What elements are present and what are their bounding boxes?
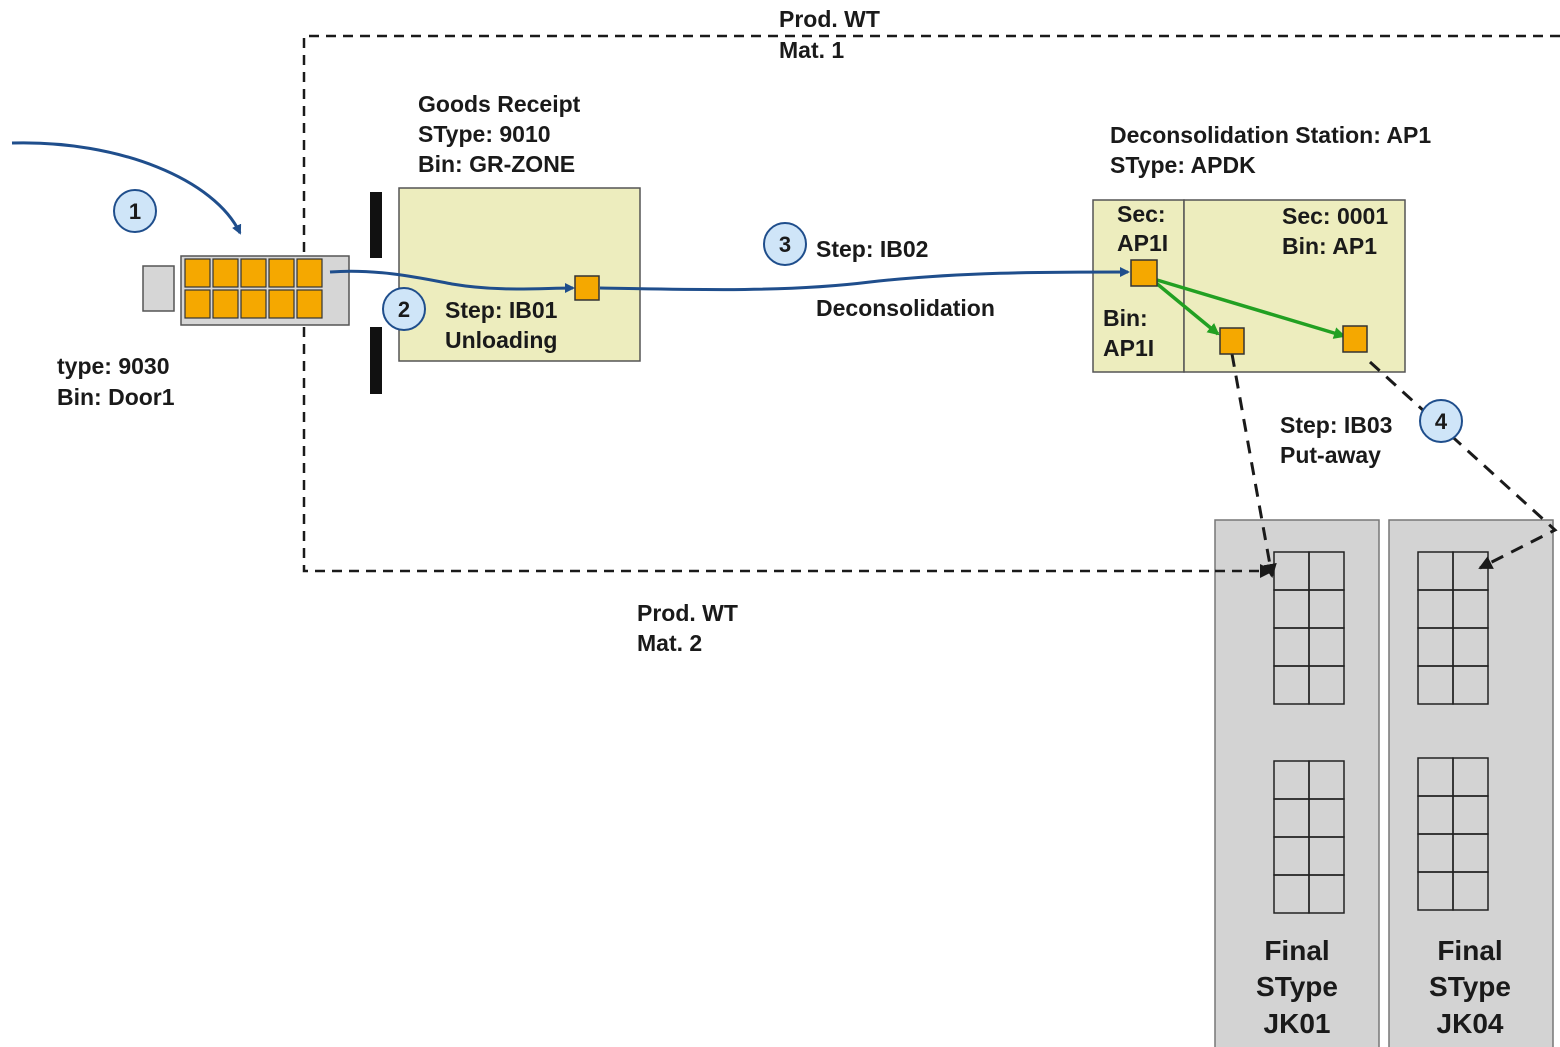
- handling-unit-split-jk04: [1342, 325, 1368, 353]
- prod-wt-mat2-line2: Mat. 2: [637, 630, 702, 656]
- svg-text:4: 4: [1435, 409, 1448, 434]
- production-warehouse-boundary: [302, 34, 1560, 573]
- goods-receipt-title: Goods Receipt: [418, 91, 581, 117]
- door-wall-bottom: [370, 327, 382, 394]
- left-section-value: AP1I: [1117, 230, 1168, 256]
- truck-package: [184, 289, 211, 319]
- goods-receipt-zone: [398, 187, 641, 362]
- handling-unit-deconsolidation: [1130, 259, 1158, 287]
- final-storage-rack-jk01: [1214, 519, 1380, 1047]
- step-1-marker: 1: [113, 189, 157, 233]
- svg-text:1: 1: [129, 199, 141, 224]
- incoming-truck-arrow: [11, 141, 242, 235]
- final-jk01-line1: Final: [1264, 935, 1329, 966]
- door-wall-top: [370, 192, 382, 258]
- rack-bin-cell: [1308, 665, 1345, 705]
- putaway-label: Put-away: [1280, 442, 1381, 468]
- left-bin-value: AP1I: [1103, 335, 1154, 361]
- deconsolidation-label: Deconsolidation: [816, 295, 995, 321]
- truck-package: [240, 289, 267, 319]
- split-arrow-to-jk01: [1148, 276, 1220, 336]
- rack-bin-cell: [1452, 871, 1489, 911]
- prod-wt-mat2-line1: Prod. WT: [637, 600, 738, 626]
- truck-package: [212, 289, 239, 319]
- prod-wt-mat1-line2: Mat. 1: [779, 37, 844, 63]
- step-ib02-label: Step: IB02: [816, 236, 928, 262]
- truck-package: [212, 258, 239, 288]
- truck-package: [268, 289, 295, 319]
- final-jk04-line3: JK04: [1437, 1008, 1504, 1039]
- step-4-marker: 4: [1419, 399, 1463, 443]
- final-jk01-line3: JK01: [1264, 1008, 1331, 1039]
- goods-receipt-bin: Bin: GR-ZONE: [418, 151, 575, 177]
- left-section-label: Sec:: [1117, 201, 1166, 227]
- unloading-flow-arrow: [329, 269, 575, 294]
- rack-bin-cell: [1452, 665, 1489, 705]
- handling-unit-split-jk01: [1219, 327, 1245, 355]
- left-bin-label: Bin:: [1103, 305, 1148, 331]
- unloading-label: Unloading: [445, 327, 557, 353]
- final-jk04-line2: SType: [1429, 971, 1511, 1002]
- putaway-arrow-to-jk01: [1230, 353, 1277, 578]
- right-section-label: Sec: 0001: [1282, 203, 1388, 229]
- step-3-marker: 3: [763, 222, 807, 266]
- truck-cab: [142, 265, 175, 312]
- door-bin-label: Bin: Door1: [57, 384, 175, 410]
- goods-receipt-stype: SType: 9010: [418, 121, 551, 147]
- step-2-marker: 2: [382, 287, 426, 331]
- final-jk01-line2: SType: [1256, 971, 1338, 1002]
- truck-packages: [184, 258, 323, 319]
- final-jk04-line1: Final: [1437, 935, 1502, 966]
- putaway-arrow-to-jk04: [1368, 360, 1558, 570]
- deconsolidation-station-title: Deconsolidation Station: AP1: [1110, 122, 1431, 148]
- svg-text:2: 2: [398, 297, 410, 322]
- truck-package: [240, 258, 267, 288]
- step-ib01-label: Step: IB01: [445, 297, 558, 323]
- truck-package: [268, 258, 295, 288]
- svg-text:3: 3: [779, 232, 791, 257]
- handling-unit-goods-receipt: [574, 275, 600, 301]
- truck-package: [296, 258, 323, 288]
- deconsolidation-flow-arrow: [599, 267, 1130, 292]
- prod-wt-mat1-line1: Prod. WT: [779, 6, 880, 32]
- truck-package: [296, 289, 323, 319]
- truck-package: [184, 258, 211, 288]
- step-ib03-label: Step: IB03: [1280, 412, 1392, 438]
- right-bin-label: Bin: AP1: [1282, 233, 1377, 259]
- deconsolidation-station-stype: SType: APDK: [1110, 152, 1256, 178]
- final-storage-rack-jk04: [1388, 519, 1554, 1047]
- door-type-label: type: 9030: [57, 353, 170, 379]
- split-arrow-to-jk04: [1156, 278, 1346, 339]
- rack-bin-cell: [1308, 874, 1345, 914]
